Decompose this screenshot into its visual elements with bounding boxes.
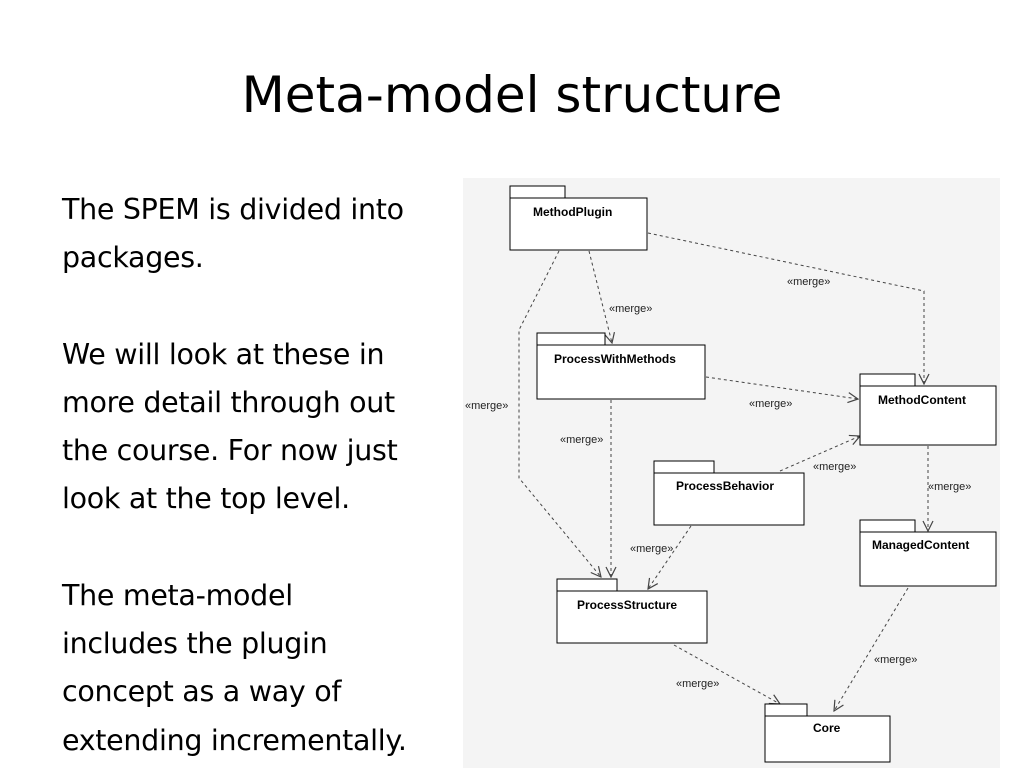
package-diagram: «merge» «merge» «merge» «merge» «merge» … [463, 178, 1000, 768]
merge-arrows [518, 232, 928, 711]
text-line: more detail through out [62, 385, 395, 419]
merge-label: «merge» [676, 678, 719, 690]
arrow-processbehavior-to-processstructure [648, 525, 692, 589]
text-line: We will look at these in [62, 337, 385, 371]
arrow-methodplugin-to-processwithmethods [588, 250, 612, 343]
package-name: MethodContent [878, 393, 966, 407]
package-core [764, 703, 891, 763]
package-name: MethodPlugin [533, 205, 612, 219]
package-methodplugin [509, 185, 648, 251]
arrow-methodplugin-to-processstructure [518, 250, 601, 577]
package-processwithmethods [536, 332, 706, 400]
package-name: ProcessStructure [577, 598, 677, 612]
merge-label: «merge» [874, 654, 917, 666]
package-name: Core [813, 721, 841, 735]
arrow-methodplugin-to-methodcontent [647, 232, 924, 384]
text-line: packages. [62, 241, 204, 275]
packages [509, 185, 997, 763]
package-name: ManagedContent [872, 538, 969, 552]
package-tab [536, 332, 606, 346]
package-tab [859, 519, 916, 533]
package-methodcontent [859, 373, 997, 446]
slide-title: Meta-model structure [241, 66, 783, 124]
paragraph-spem-packages: The SPEM is divided into packages. [62, 186, 472, 283]
package-managedcontent [859, 519, 997, 587]
merge-label: «merge» [609, 303, 652, 315]
package-tab [509, 185, 566, 199]
package-body [859, 385, 997, 446]
package-body [859, 531, 997, 587]
package-name: ProcessWithMethods [554, 352, 676, 366]
package-name: ProcessBehavior [676, 479, 774, 493]
merge-label: «merge» [630, 543, 673, 555]
package-body [556, 590, 708, 644]
text-line: the course. For now just [62, 434, 398, 468]
arrow-processwithmethods-to-methodcontent [705, 376, 858, 399]
merge-labels: «merge» «merge» «merge» «merge» «merge» … [465, 276, 971, 690]
package-tab [764, 703, 808, 717]
merge-label: «merge» [787, 276, 830, 288]
package-tab [653, 460, 715, 474]
text-line: includes the plugin [62, 627, 328, 661]
merge-label: «merge» [928, 481, 971, 493]
package-body [653, 472, 805, 526]
merge-label: «merge» [813, 461, 856, 473]
arrow-processbehavior-to-methodcontent [779, 436, 860, 472]
merge-label: «merge» [749, 398, 792, 410]
package-processstructure [556, 578, 708, 644]
paragraph-plugin-concept: The meta-model includes the plugin conce… [62, 572, 472, 765]
paragraph-more-detail: We will look at these in more detail thr… [62, 331, 472, 524]
package-body [764, 715, 891, 763]
text-line: The meta-model [62, 578, 293, 612]
slide-body-text: The SPEM is divided into packages. We wi… [62, 186, 472, 765]
text-line: concept as a way of [62, 675, 342, 709]
arrow-processstructure-to-core [673, 644, 780, 704]
merge-label: «merge» [560, 434, 603, 446]
text-line: extending incrementally. [62, 723, 407, 757]
package-tab [556, 578, 618, 592]
package-body [509, 197, 648, 251]
package-body [536, 344, 706, 400]
text-line: The SPEM is divided into [62, 193, 404, 226]
package-diagram-svg: «merge» «merge» «merge» «merge» «merge» … [463, 178, 1000, 768]
package-names: MethodPlugin ProcessWithMethods MethodCo… [533, 205, 969, 735]
merge-label: «merge» [465, 400, 508, 412]
package-tab [859, 373, 916, 387]
text-line: look at the top level. [62, 482, 350, 516]
package-processbehavior [653, 460, 805, 526]
